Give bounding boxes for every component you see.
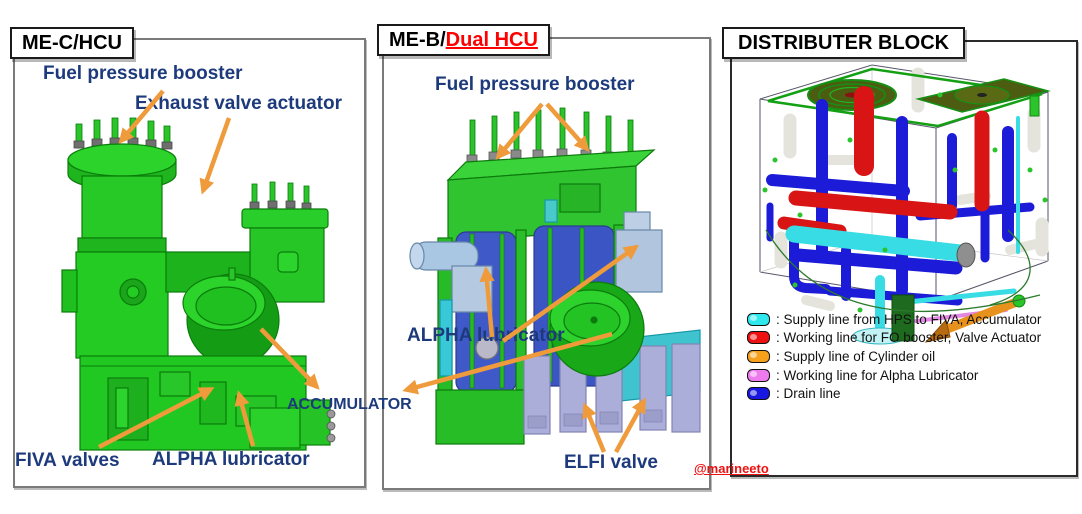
legend-color-chip-red-icon bbox=[747, 331, 770, 345]
title-me-c-hcu-text: ME-C/HCU bbox=[22, 32, 122, 54]
legend-row: : Working line for Alpha Lubricator bbox=[747, 366, 1041, 385]
label-fiva-valves: FIVA valves bbox=[15, 450, 120, 471]
legend-row: : Supply line from HPS to FIVA, Accumula… bbox=[747, 310, 1041, 329]
title-me-b-dual-hcu: ME-B/Dual HCU bbox=[377, 24, 550, 56]
distributer-block-model-image bbox=[759, 64, 1051, 345]
legend-color-chip-blue-icon bbox=[747, 387, 770, 401]
legend-row: : Working line for FO booster, Valve Act… bbox=[747, 329, 1041, 348]
title-me-b-prefix: ME-B/ bbox=[389, 29, 446, 51]
title-dual-hcu-highlight: Dual HCU bbox=[445, 29, 538, 51]
me-b-dual-hcu-model-image bbox=[409, 107, 701, 445]
label-elfi-valve: ELFI valve bbox=[564, 452, 658, 473]
legend-row: : Drain line bbox=[747, 384, 1041, 403]
legend-color-chip-orange-icon bbox=[747, 349, 770, 363]
title-distributer-text: DISTRIBUTER BLOCK bbox=[738, 32, 950, 54]
label-fuel-pressure-booster-meb: Fuel pressure booster bbox=[435, 74, 635, 95]
label-exhaust-valve-actuator: Exhaust valve actuator bbox=[135, 93, 342, 114]
legend-color-chip-cyan-icon bbox=[747, 312, 770, 326]
pipe-legend: : Supply line from HPS to FIVA, Accumula… bbox=[747, 310, 1041, 403]
watermark-text: @marineeto bbox=[694, 461, 769, 476]
legend-row: : Supply line of Cylinder oil bbox=[747, 347, 1041, 366]
label-alpha-lubricator-meb: ALPHA lubricator bbox=[407, 325, 565, 346]
label-fuel-pressure-booster-mec: Fuel pressure booster bbox=[43, 63, 243, 84]
label-accumulator-shared: ACCUMULATOR bbox=[287, 396, 412, 413]
label-alpha-lubricator-mec: ALPHA lubricator bbox=[152, 449, 310, 470]
legend-color-chip-pink-icon bbox=[747, 368, 770, 382]
title-me-c-hcu: ME-C/HCU bbox=[10, 27, 134, 59]
title-distributer-block: DISTRIBUTER BLOCK bbox=[722, 27, 966, 59]
